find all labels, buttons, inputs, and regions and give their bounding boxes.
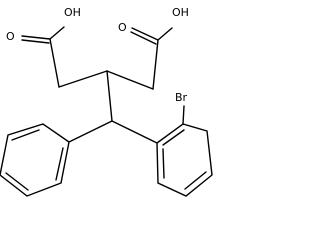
phenyl-double-1 — [11, 129, 40, 141]
bond-c5-o-a — [131, 27, 159, 41]
bond-c5-c4 — [106, 70, 154, 90]
atom-label-br: Br — [175, 91, 188, 104]
bond-ch-aryl — [111, 120, 158, 144]
bond-c1-o-a — [21, 35, 51, 40]
bond-ch-phenyl — [68, 120, 113, 143]
bromophenyl-ring — [156, 123, 213, 197]
phenyl-double-3 — [55, 147, 64, 181]
bond-aryl-br — [182, 105, 185, 125]
bond-c5-o-b — [130, 31, 157, 45]
bond-c5-oh — [157, 27, 173, 41]
atom-label-oh-right: OH — [172, 6, 189, 19]
atom-labels: OH O OH O Br — [6, 6, 189, 104]
atom-label-oh-left: OH — [64, 6, 81, 19]
bond-c2-c3 — [58, 70, 108, 88]
structure-canvas: OH O OH O Br — [0, 6, 213, 197]
bromophenyl-double-1 — [162, 129, 185, 146]
atom-label-o-left: O — [6, 30, 15, 43]
bromophenyl-double-2 — [184, 171, 207, 190]
bond-c1-o-b — [21, 39, 50, 44]
atom-label-o-right: O — [118, 21, 127, 34]
phenyl-ring — [0, 123, 70, 197]
bond-c3-ch — [106, 70, 113, 122]
bromophenyl-double-3 — [162, 148, 165, 179]
bond-c1-c2 — [49, 38, 60, 88]
bond-c4-c5 — [152, 39, 159, 90]
bonds — [0, 26, 213, 197]
bond-c1-oh — [49, 26, 65, 40]
phenyl-double-2 — [5, 172, 29, 191]
molecule-structure: OH O OH O Br — [0, 6, 213, 197]
